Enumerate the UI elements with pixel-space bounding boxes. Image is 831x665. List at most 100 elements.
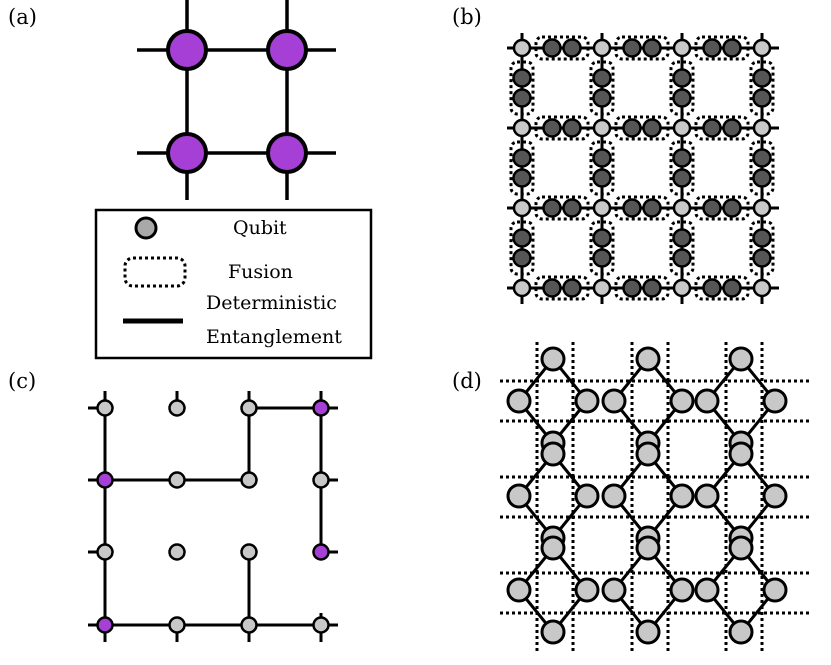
qubit-node: [540, 441, 566, 467]
dark-qubit-node: [542, 118, 562, 138]
light-qubit-node: [672, 38, 692, 58]
light-qubit-node: [512, 38, 532, 58]
dark-qubit-node: [642, 118, 662, 138]
legend-qubit-symbol: [134, 216, 158, 240]
dark-qubit-node: [672, 248, 692, 268]
purple-qubit-node: [96, 616, 114, 634]
panel-a-square-cluster: [137, 0, 336, 200]
legend-qubit-label: Qubit: [233, 217, 287, 239]
dark-qubit-node: [722, 38, 742, 58]
dark-qubit-node: [672, 228, 692, 248]
qubit-node: [694, 483, 720, 509]
dark-qubit-node: [752, 68, 772, 88]
light-qubit-node: [592, 38, 612, 58]
dark-qubit-node: [642, 198, 662, 218]
legend-fusion-symbol: [123, 256, 187, 288]
purple-qubit-node: [266, 132, 308, 174]
dark-qubit-node: [562, 38, 582, 58]
qubit-node: [312, 471, 330, 489]
legend-box: Qubit Fusion Deterministic Entanglement: [94, 208, 373, 360]
dark-qubit-node: [702, 278, 722, 298]
qubit-node: [669, 388, 695, 414]
qubit-node: [601, 483, 627, 509]
dark-qubit-node: [642, 278, 662, 298]
dark-qubit-node: [562, 278, 582, 298]
dark-qubit-node: [722, 198, 742, 218]
qubit-node: [635, 535, 661, 561]
dark-qubit-node: [622, 38, 642, 58]
light-qubit-node: [592, 278, 612, 298]
dark-qubit-node: [702, 118, 722, 138]
purple-qubit-node: [166, 29, 208, 71]
dark-qubit-node: [672, 168, 692, 188]
qubit-node: [762, 577, 788, 603]
qubit-node: [601, 577, 627, 603]
qubit-node: [96, 543, 114, 561]
panel-a-label: (a): [8, 5, 37, 29]
dark-qubit-node: [592, 88, 612, 108]
panel-d-label: (d): [452, 369, 482, 393]
qubit-node: [240, 616, 258, 634]
qubit-node: [168, 399, 186, 417]
purple-qubit-node: [96, 471, 114, 489]
purple-qubit-node: [166, 132, 208, 174]
dark-qubit-node: [562, 198, 582, 218]
legend-entanglement-label-line1: Deterministic: [206, 292, 337, 314]
dark-qubit-node: [592, 168, 612, 188]
legend-fusion-label: Fusion: [228, 261, 293, 283]
qubit-node: [669, 577, 695, 603]
dark-qubit-node: [672, 148, 692, 168]
dark-qubit-node: [752, 168, 772, 188]
dark-qubit-node: [542, 198, 562, 218]
dark-qubit-node: [752, 228, 772, 248]
dark-qubit-node: [512, 88, 532, 108]
light-qubit-node: [752, 38, 772, 58]
panel-d-octagon-lattice: [500, 342, 810, 652]
qubit-node: [574, 483, 600, 509]
panel-c-percolated-lattice: [88, 391, 338, 642]
dark-qubit-node: [562, 118, 582, 138]
light-qubit-node: [672, 198, 692, 218]
dark-qubit-node: [752, 88, 772, 108]
qubit-node: [728, 441, 754, 467]
dark-qubit-node: [512, 168, 532, 188]
panel-b-label: (b): [452, 5, 482, 29]
qubit-node: [506, 483, 532, 509]
dark-qubit-node: [722, 118, 742, 138]
light-qubit-node: [592, 118, 612, 138]
dark-qubit-node: [542, 278, 562, 298]
qubit-node: [728, 535, 754, 561]
qubit-node: [240, 471, 258, 489]
light-qubit-node: [752, 118, 772, 138]
dark-qubit-node: [542, 38, 562, 58]
qubit-node: [168, 543, 186, 561]
qubit-node: [574, 577, 600, 603]
purple-qubit-node: [312, 543, 330, 561]
light-qubit-node: [752, 278, 772, 298]
qubit-node: [601, 388, 627, 414]
dark-qubit-node: [592, 248, 612, 268]
dark-qubit-node: [622, 198, 642, 218]
qubit-node: [506, 388, 532, 414]
qubit-node: [762, 483, 788, 509]
light-qubit-node: [672, 118, 692, 138]
light-qubit-node: [512, 198, 532, 218]
qubit-node: [312, 616, 330, 634]
qubit-node: [540, 619, 566, 645]
qubit-node: [240, 399, 258, 417]
qubit-node: [635, 441, 661, 467]
dark-qubit-node: [722, 278, 742, 298]
qubit-node: [694, 577, 720, 603]
purple-qubit-node: [312, 399, 330, 417]
qubit-node: [168, 616, 186, 634]
dark-qubit-node: [512, 228, 532, 248]
legend-entanglement-label-line2: Entanglement: [206, 326, 342, 348]
light-qubit-node: [592, 198, 612, 218]
light-qubit-node: [512, 278, 532, 298]
panel-b-fusion-lattice: [507, 33, 779, 304]
light-qubit-node: [512, 118, 532, 138]
light-qubit-node: [752, 198, 772, 218]
qubit-node: [540, 346, 566, 372]
dark-qubit-node: [512, 148, 532, 168]
